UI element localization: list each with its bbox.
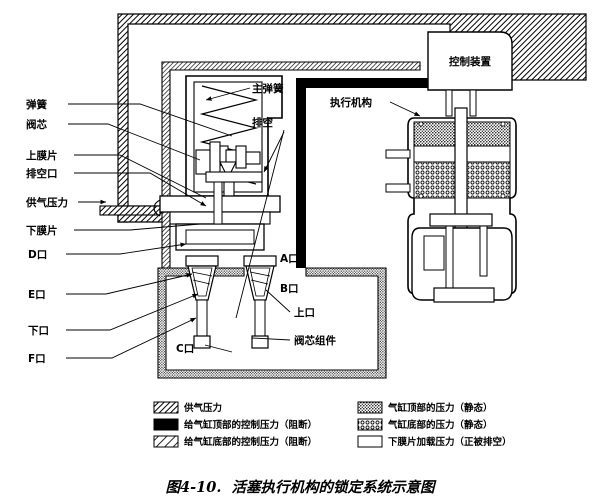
spool-assembly-left [185, 255, 219, 349]
control-device-box[interactable]: 控制装置 [427, 31, 513, 117]
legend-swatch-cyl-bottom-control [153, 435, 179, 448]
valve-internals [195, 141, 263, 199]
legend-swatch-cyl-bottom-static [357, 418, 383, 431]
label-supply-pressure: 供气压力 [25, 196, 68, 209]
label-valve-spool: 阀芯 [26, 118, 47, 131]
legend-text-cyl-top-control: 给气缸顶部的控制压力（阻断） [184, 419, 317, 431]
legend-swatch-cyl-top-static [357, 401, 383, 414]
label-spring: 弹簧 [26, 98, 47, 111]
legend-swatch-supply-pressure [153, 401, 179, 414]
label-port-upper: 上口 [294, 306, 315, 319]
actuator-assembly [407, 107, 517, 303]
label-port-a: A口 [280, 253, 299, 265]
duct-connections [385, 149, 411, 193]
legend-text-lower-diaph-load: 下膜片加载压力（正被排空） [388, 436, 512, 448]
label-port-b: B口 [280, 283, 299, 295]
legend-text-cyl-bottom-static: 气缸底部的压力（静态） [387, 419, 493, 431]
label-port-e: E口 [28, 289, 46, 301]
label-main-spring: 主弹簧 [252, 82, 284, 95]
label-upper-diaphragm: 上膜片 [26, 149, 58, 162]
label-lower-diaphragm: 下膜片 [26, 224, 58, 237]
label-actuator: 执行机构 [330, 96, 372, 109]
legend: 供气压力 给气缸顶部的控制压力（阻断） 给气缸底部的控制压力（阻断） 气缸顶部的… [153, 401, 512, 448]
label-port-d: D口 [28, 249, 47, 261]
label-vent-port: 排空口 [26, 167, 58, 180]
figure-caption: 图4-10. 活塞执行机构的锁定系统示意图 [166, 479, 437, 496]
label-port-c: C口 [176, 343, 194, 355]
label-port-lower: 下口 [28, 325, 49, 337]
label-vent: 排空 [252, 116, 273, 129]
label-port-f: F口 [28, 353, 46, 365]
legend-text-cyl-bottom-control: 给气缸底部的控制压力（阻断） [184, 436, 317, 448]
label-spool-assembly: 阀芯组件 [294, 334, 336, 347]
legend-swatch-cyl-top-control [153, 418, 179, 431]
legend-text-cyl-top-static: 气缸顶部的压力（静态） [387, 402, 493, 414]
leader-lines [66, 87, 421, 359]
lower-valve-chamber [157, 267, 387, 379]
legend-text-supply-pressure: 供气压力 [183, 402, 222, 414]
diaphragm-housing [153, 181, 281, 251]
control-device-label: 控制装置 [449, 55, 491, 68]
legend-swatch-lower-diaph-load [357, 435, 383, 448]
